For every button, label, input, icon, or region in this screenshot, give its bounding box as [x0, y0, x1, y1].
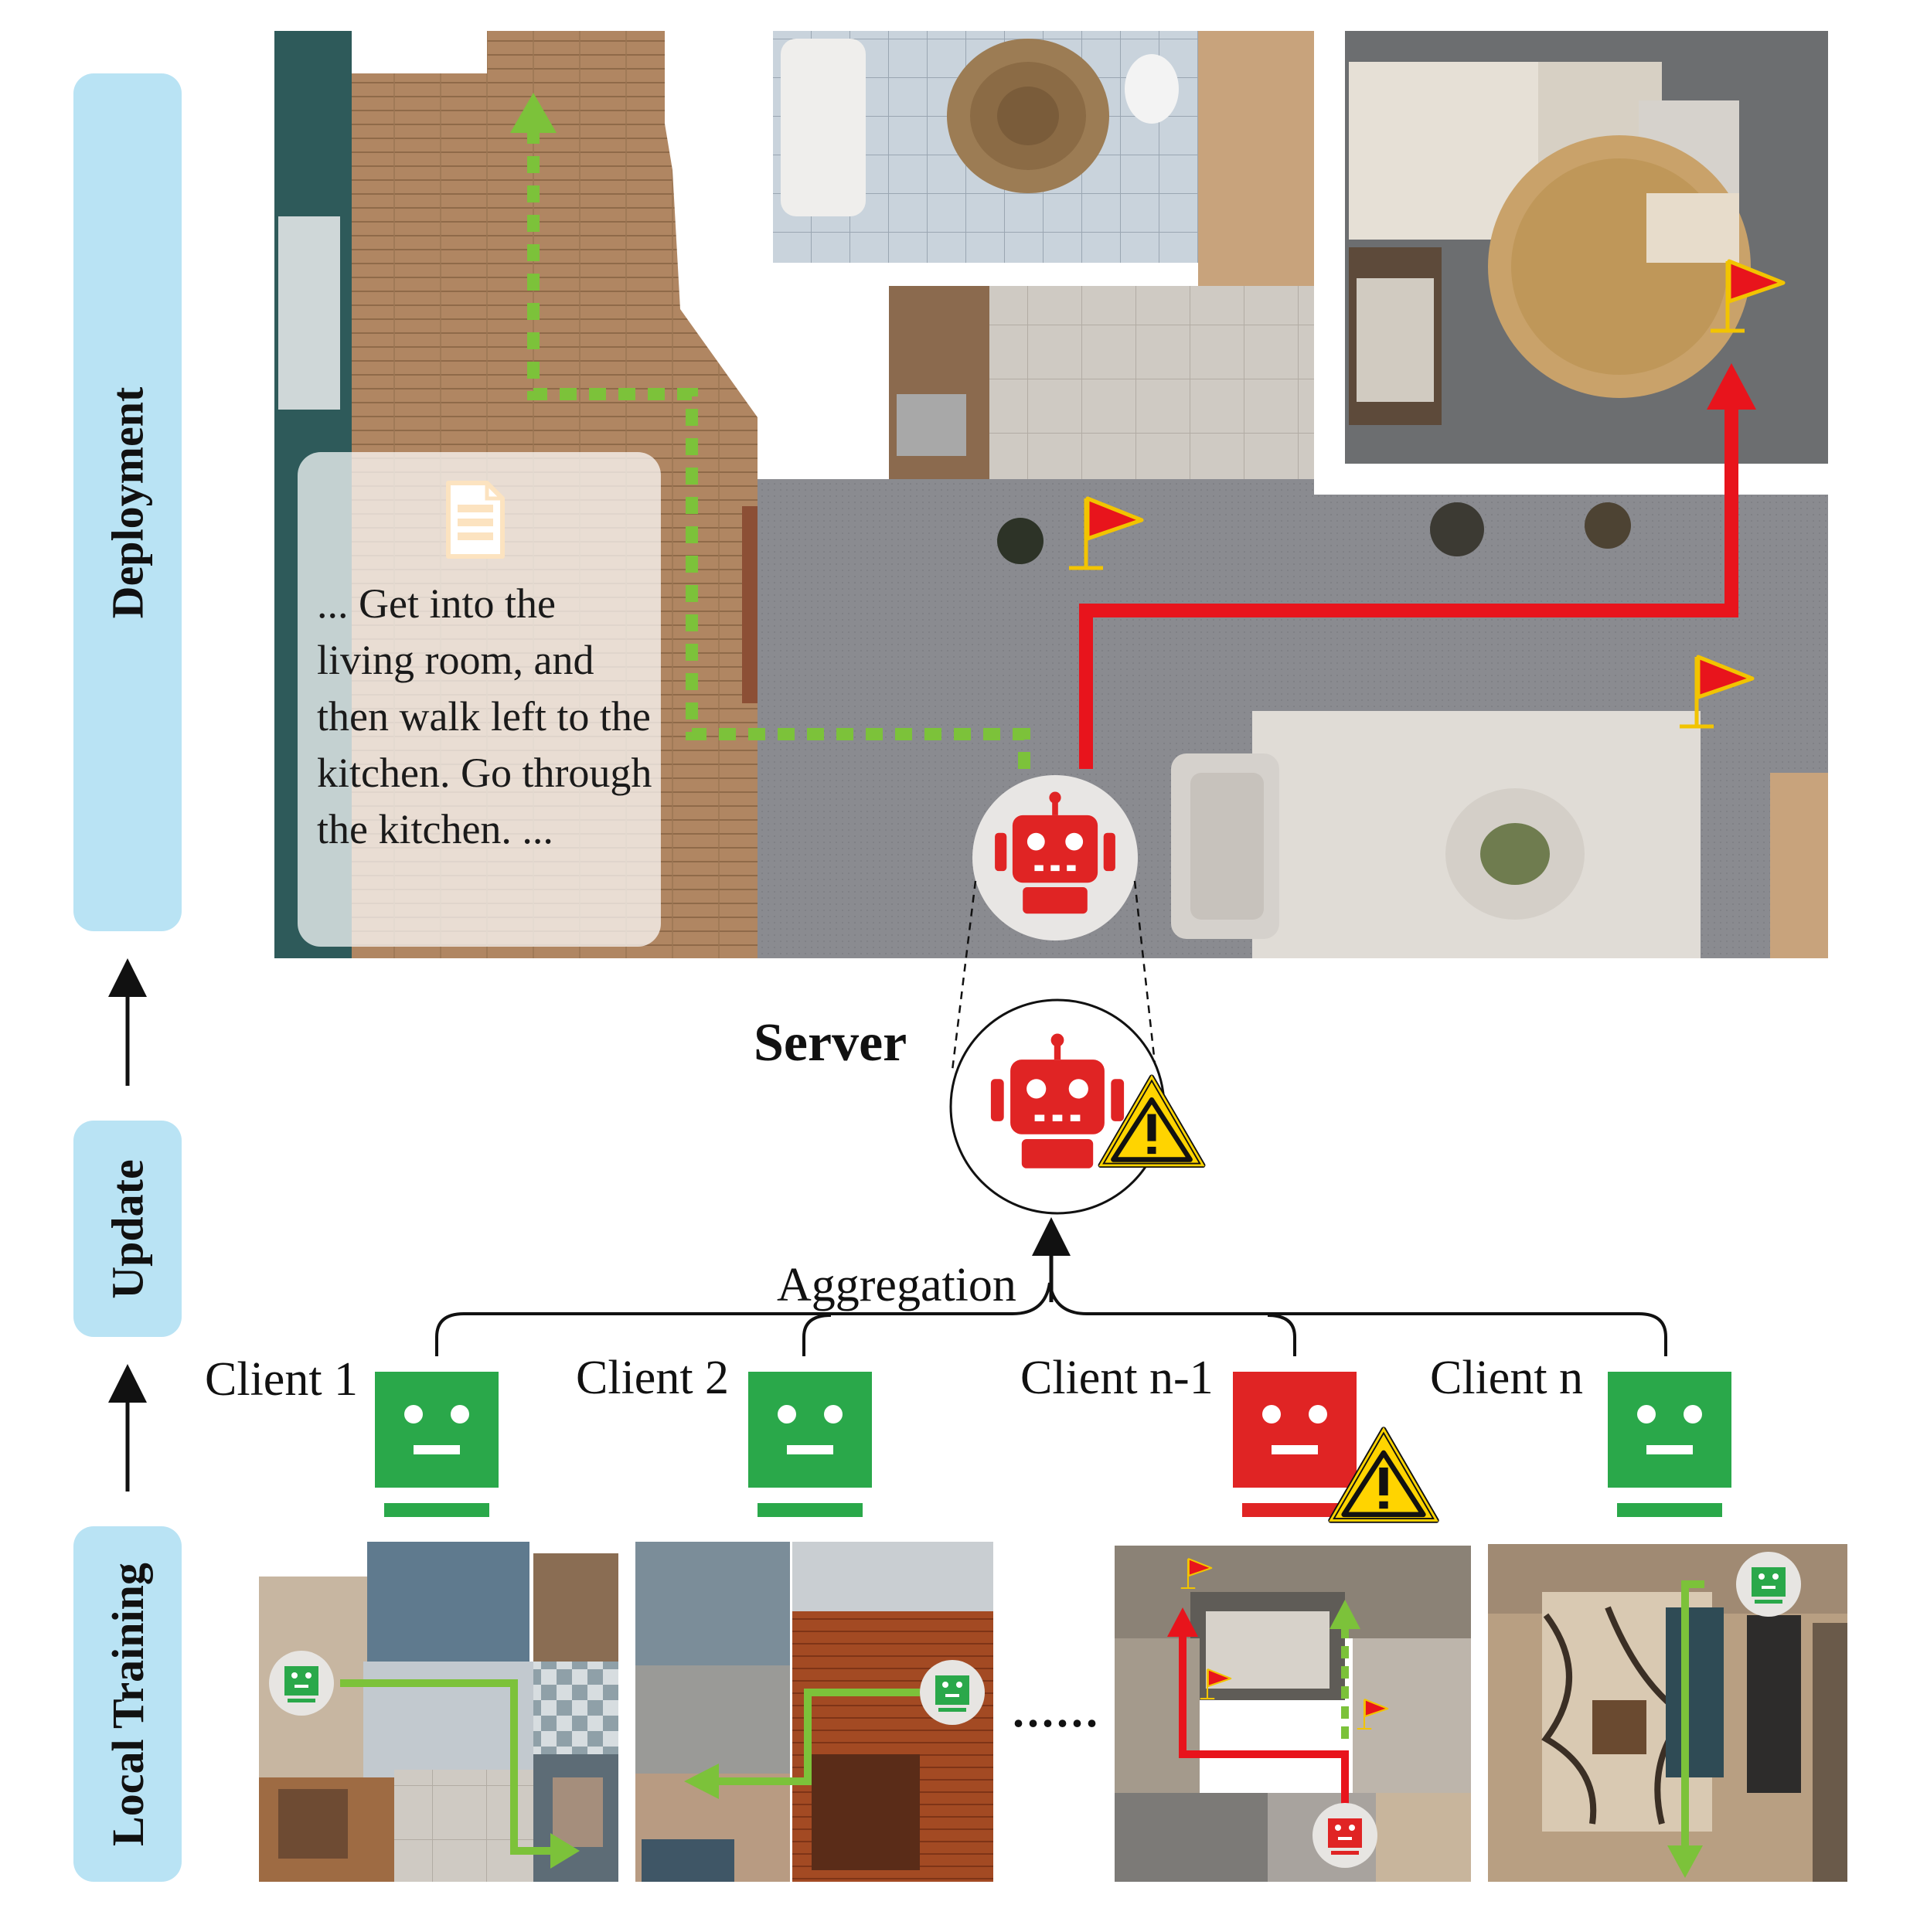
client-n-agent-marker — [1736, 1552, 1801, 1617]
client-n-1-agent-marker — [1312, 1803, 1377, 1868]
client-n-1-agent — [1233, 1372, 1357, 1517]
agent-face-icon — [1233, 1372, 1357, 1517]
client-1-agent — [375, 1372, 499, 1517]
client-n-label: Client n — [1430, 1351, 1583, 1406]
client-n-1-label: Client n-1 — [1020, 1351, 1214, 1406]
client-2-agent — [748, 1372, 872, 1517]
server-label: Server — [754, 1012, 907, 1074]
deployed-robot — [972, 775, 1138, 940]
agent-face-icon — [748, 1372, 872, 1517]
client-n-1-floorplan — [1113, 1544, 1473, 1882]
client-1-agent-marker — [269, 1651, 334, 1716]
agent-face-icon — [375, 1372, 499, 1517]
client-2-agent-marker — [920, 1660, 985, 1725]
aggregation-label: Aggregation — [777, 1258, 1016, 1313]
instruction-text: ... Get into the living room, and then w… — [317, 576, 657, 858]
client-2-label: Client 2 — [576, 1351, 729, 1406]
agent-face-icon — [1608, 1372, 1731, 1517]
client-n-agent — [1608, 1372, 1731, 1517]
client-1-label: Client 1 — [205, 1352, 358, 1407]
client-ellipsis: ...... — [1013, 1685, 1101, 1738]
